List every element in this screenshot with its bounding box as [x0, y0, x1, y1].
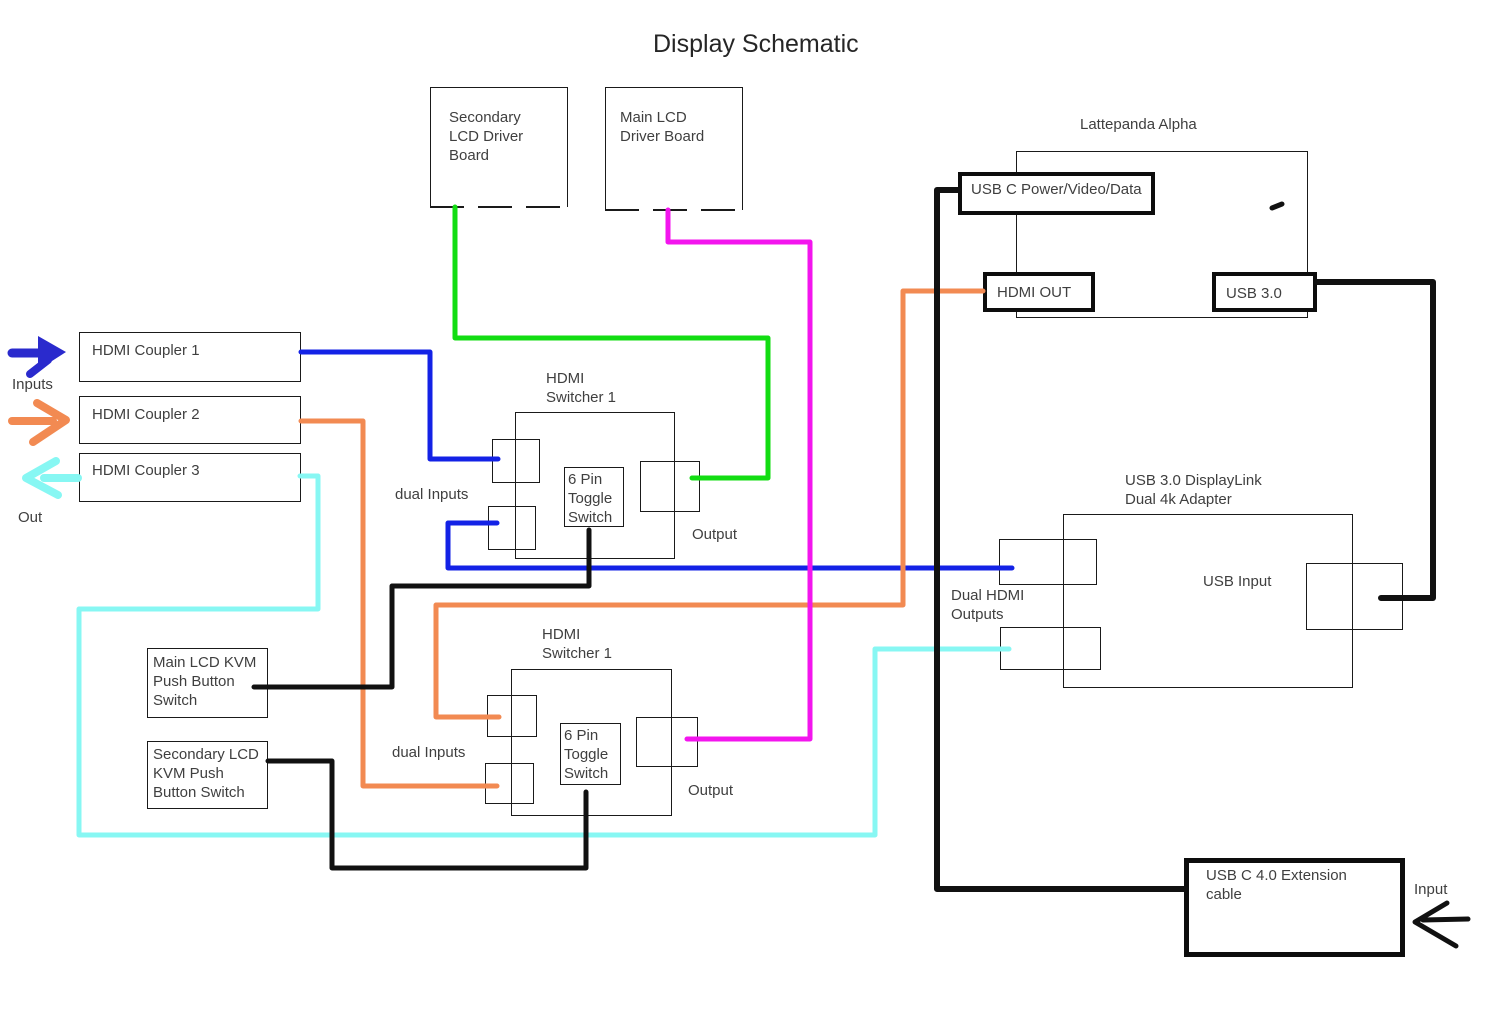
usb-c-extension-cable-label: USB C 4.0 Extension cable [1206, 867, 1347, 903]
usb-c-extension-cable-box: USB C 4.0 Extension cable [1184, 858, 1405, 957]
usb-30-label: USB 3.0 [1226, 285, 1282, 302]
switcher-2-output-label: Output [688, 782, 734, 799]
switcher-1-output-port [640, 461, 700, 512]
secondary-lcd-driver-board-box: Secondary LCD Driver Board [430, 87, 568, 207]
hdmi-coupler-3-label: HDMI Coupler 3 [92, 462, 200, 479]
switcher-1-output-label: Output [692, 526, 738, 543]
blue-input-arrow-head [38, 336, 66, 370]
main-lcd-driver-board-box: Main LCD Driver Board [605, 87, 743, 210]
hdmi-out-port-box: HDMI OUT [983, 272, 1095, 312]
usb-c-power-label: USB C Power/Video/Data [971, 181, 1142, 198]
switcher-1-dual-inputs-label: dual Inputs [395, 486, 469, 503]
displaylink-hdmi-port-2 [1000, 627, 1101, 670]
orange-input-arrow-head [29, 399, 70, 446]
usb-30-port-box: USB 3.0 [1212, 272, 1317, 312]
hdmi-coupler-2-label: HDMI Coupler 2 [92, 406, 200, 423]
hdmi-coupler-1-label: HDMI Coupler 1 [92, 342, 200, 359]
displaylink-usb-input-label: USB Input [1203, 573, 1272, 590]
switcher-1-input-2-port [488, 506, 536, 550]
switcher-1-input-1-port [492, 439, 540, 483]
displaylink-usb-port [1306, 563, 1403, 630]
blue-input-arrow-stroke [26, 356, 52, 378]
hdmi-coupler-3-box: HDMI Coupler 3 [79, 453, 301, 502]
main-lcd-kvm-switch-box: Main LCD KVM Push Button Switch [147, 648, 268, 718]
hdmi-coupler-2-box: HDMI Coupler 2 [79, 396, 301, 444]
secondary-lcd-kvm-switch-label: Secondary LCD KVM Push Button Switch [153, 746, 259, 801]
switcher-1-toggle-box: 6 Pin Toggle Switch [564, 467, 624, 527]
hdmi-out-label: HDMI OUT [997, 284, 1072, 301]
switcher-1-title: HDMI Switcher 1 [546, 370, 617, 406]
page-title: Display Schematic [653, 30, 859, 58]
secondary-lcd-kvm-switch-box: Secondary LCD KVM Push Button Switch [147, 741, 268, 809]
main-lcd-kvm-switch-label: Main LCD KVM Push Button Switch [153, 654, 257, 709]
switcher-2-toggle-label: 6 Pin Toggle Switch [564, 727, 609, 782]
displaylink-dual-hdmi-label: Dual HDMI Outputs [951, 587, 1025, 623]
hdmi-coupler-1-box: HDMI Coupler 1 [79, 332, 301, 382]
displaylink-hdmi-port-1 [999, 539, 1097, 585]
switcher-1-toggle-label: 6 Pin Toggle Switch [568, 471, 613, 526]
inputs-label: Inputs [12, 376, 53, 393]
lattepanda-label: Lattepanda Alpha [1080, 116, 1197, 133]
switcher-2-input-2-port [485, 763, 534, 804]
cyan-out-arrow-head [22, 457, 62, 499]
extension-input-label: Input [1414, 881, 1448, 898]
usb-c-power-port-box: USB C Power/Video/Data [958, 172, 1155, 215]
switcher-2-dual-inputs-label: dual Inputs [392, 744, 466, 761]
out-label: Out [18, 509, 43, 526]
switcher-2-toggle-box: 6 Pin Toggle Switch [560, 723, 621, 785]
displaylink-title: USB 3.0 DisplayLink Dual 4k Adapter [1125, 472, 1262, 508]
black-input-arrow-shaft [1420, 916, 1471, 923]
switcher-2-output-port [636, 717, 698, 767]
wire-blue-coupler1-to-switcher1-input1 [298, 349, 501, 462]
main-lcd-driver-board-label: Main LCD Driver Board [620, 109, 705, 145]
switcher-2-input-1-port [487, 695, 537, 737]
secondary-lcd-driver-board-label: Secondary LCD Driver Board [449, 109, 524, 164]
black-input-arrow-head [1412, 900, 1459, 949]
switcher-2-title: HDMI Switcher 1 [542, 626, 613, 662]
wire-orange-coupler2-to-switcher2-input2 [298, 418, 500, 789]
